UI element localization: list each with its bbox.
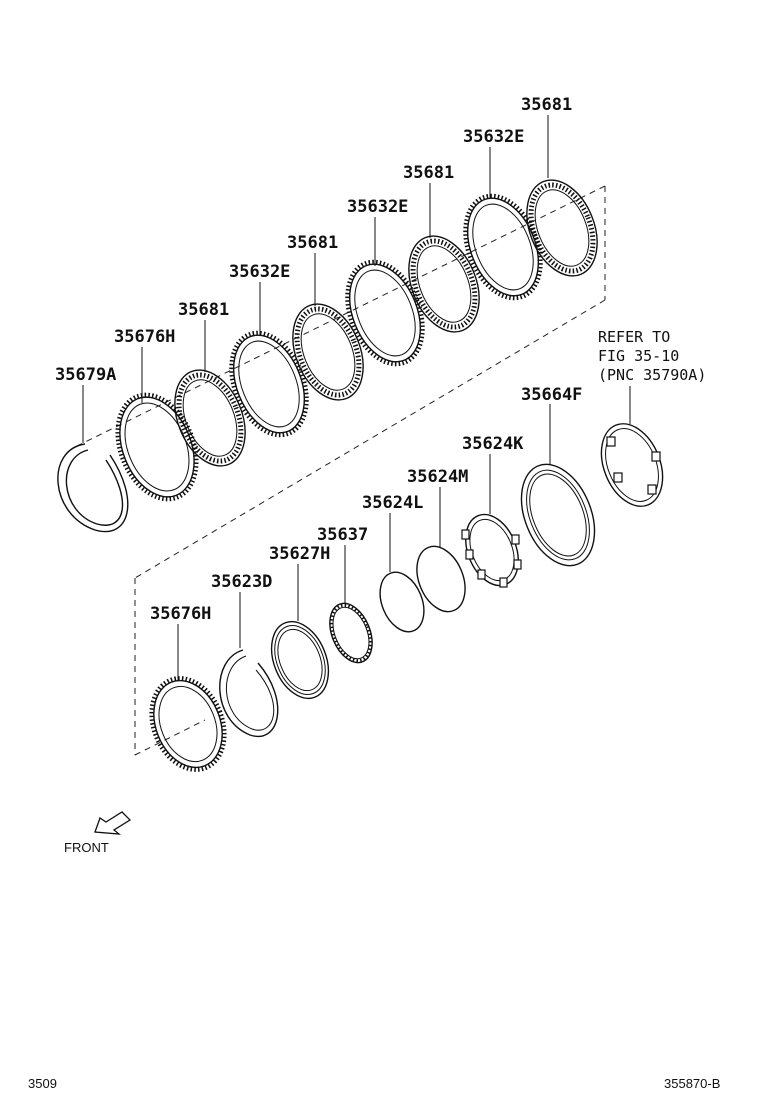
label-35623d[interactable]: 35623D xyxy=(211,572,272,592)
o-ring-35624m[interactable] xyxy=(408,539,474,619)
seal-ring-35627h[interactable] xyxy=(261,613,339,707)
label-35681-a[interactable]: 35681 xyxy=(521,95,572,115)
label-35624m[interactable]: 35624M xyxy=(407,467,468,487)
label-35681-b[interactable]: 35681 xyxy=(403,163,454,183)
flange-plate-35676h-lower[interactable] xyxy=(139,668,237,781)
steel-plate-35632e-c[interactable] xyxy=(218,322,321,446)
friction-disc-35681-b[interactable] xyxy=(396,226,493,343)
snap-ring-35679a[interactable] xyxy=(57,443,129,533)
flange-plate-35676h-upper[interactable] xyxy=(103,383,210,510)
friction-disc-35681-d[interactable] xyxy=(162,360,259,477)
return-spring-35637[interactable] xyxy=(322,597,380,669)
steel-plate-35632e-a[interactable] xyxy=(452,185,555,309)
label-35632e-c[interactable]: 35632E xyxy=(229,262,290,282)
refer-note-line1: REFER TO xyxy=(598,328,670,346)
front-label: FRONT xyxy=(64,840,109,855)
leader-lines xyxy=(82,115,631,681)
label-35679a[interactable]: 35679A xyxy=(55,365,116,385)
label-35624l[interactable]: 35624L xyxy=(362,493,423,513)
front-arrow-icon xyxy=(94,811,132,835)
referenced-hub-35790a[interactable] xyxy=(590,415,674,516)
drawing-id: 355870-B xyxy=(664,1076,720,1091)
label-35681-c[interactable]: 35681 xyxy=(287,233,338,253)
friction-disc-35681-c[interactable] xyxy=(280,294,377,411)
refer-note-line3: (PNC 35790A) xyxy=(598,366,706,384)
friction-disc-35681-a[interactable] xyxy=(514,170,611,287)
page-code: 3509 xyxy=(28,1076,57,1091)
o-ring-35624l[interactable] xyxy=(372,566,432,638)
assembly-dashed-outline xyxy=(74,185,606,756)
label-35632e-a[interactable]: 35632E xyxy=(463,127,524,147)
label-35676h-upper[interactable]: 35676H xyxy=(114,327,175,347)
label-35632e-b[interactable]: 35632E xyxy=(347,197,408,217)
label-35627h[interactable]: 35627H xyxy=(269,544,330,564)
snap-ring-35623d[interactable] xyxy=(219,649,279,738)
label-35676h-lower[interactable]: 35676H xyxy=(150,604,211,624)
part-number-labels: 35681 35632E 35681 35632E 35681 35632E 3… xyxy=(55,95,582,624)
label-35637[interactable]: 35637 xyxy=(317,525,368,545)
label-35664f[interactable]: 35664F xyxy=(521,385,582,405)
seal-35624k[interactable] xyxy=(456,507,528,594)
label-35681-d[interactable]: 35681 xyxy=(178,300,229,320)
steel-plate-35632e-b[interactable] xyxy=(334,251,437,375)
refer-note: REFER TO FIG 35-10 (PNC 35790A) xyxy=(598,328,706,384)
piston-35664f[interactable] xyxy=(508,453,609,576)
label-35624k[interactable]: 35624K xyxy=(462,434,524,454)
refer-note-line2: FIG 35-10 xyxy=(598,347,679,365)
